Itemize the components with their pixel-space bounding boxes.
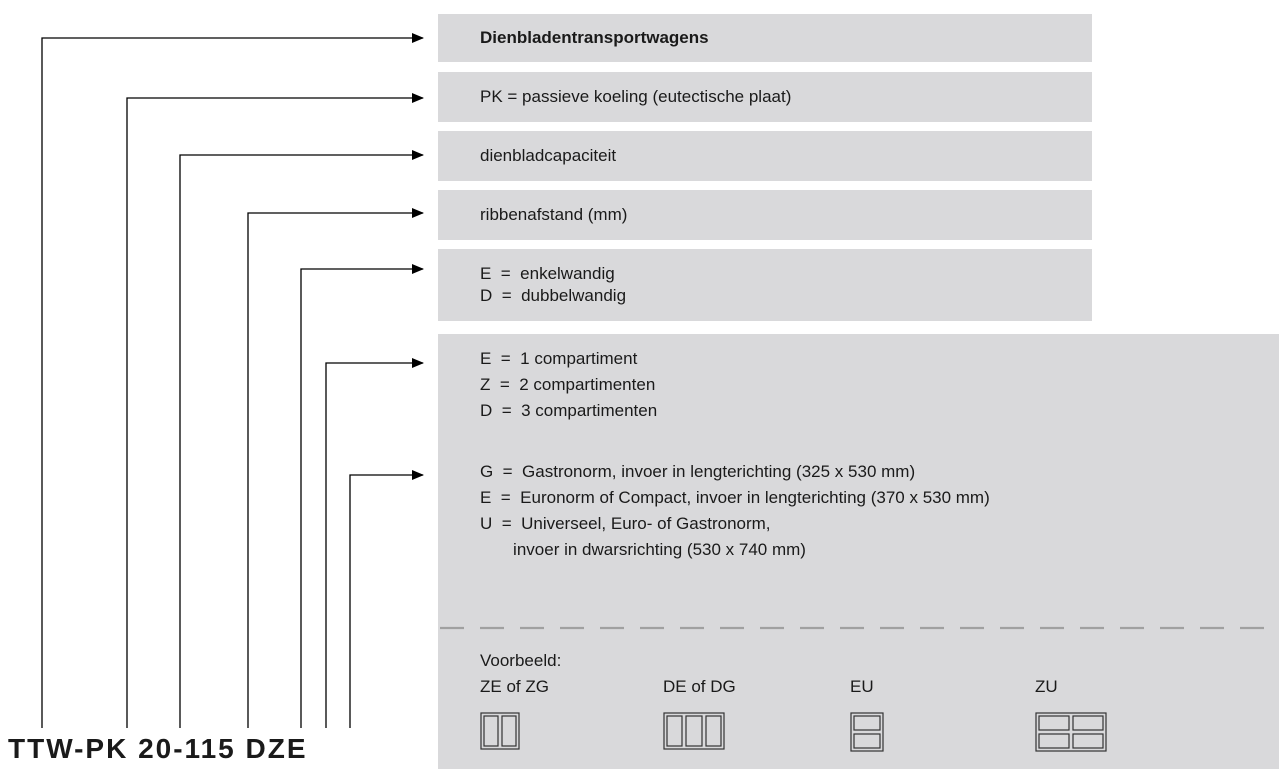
example-label-zu: ZU xyxy=(1035,677,1058,696)
connector-wall xyxy=(300,264,424,728)
spacing-text: ribbenafstand (mm) xyxy=(480,205,628,224)
wall-line-2: D = dubbelwandig xyxy=(480,286,627,305)
two-compartments-stacked-icon xyxy=(1035,712,1107,752)
norm-line-4: invoer in dwarsrichting (530 x 740 mm) xyxy=(480,540,806,559)
model-code: TTW-PK 20-115 DZE xyxy=(8,733,308,764)
details-box xyxy=(438,334,1279,769)
connector-norm xyxy=(349,470,424,728)
connector-spacing xyxy=(247,208,424,728)
pk-box: PK = passieve koeling (eutectische plaat… xyxy=(438,72,1092,122)
title-text: Dienbladentransportwagens xyxy=(480,28,709,47)
wall-box: E = enkelwandig D = dubbelwandig xyxy=(438,249,1092,321)
norm-line-3: U = Universeel, Euro- of Gastronorm, xyxy=(480,514,771,533)
connector-compartments xyxy=(325,358,424,728)
pk-text: PK = passieve koeling (eutectische plaat… xyxy=(480,87,792,106)
example-label-ze: ZE of ZG xyxy=(480,677,549,696)
compartment-line-3: D = 3 compartimenten xyxy=(480,401,658,420)
example-label-de: DE of DG xyxy=(663,677,736,696)
spacing-box: ribbenafstand (mm) xyxy=(438,190,1092,240)
three-compartments-side-by-side-icon xyxy=(663,712,725,750)
connector-ttw xyxy=(41,33,424,728)
example-label-eu: EU xyxy=(850,677,874,696)
two-compartments-side-by-side-icon xyxy=(480,712,520,750)
example-heading: Voorbeeld: xyxy=(480,651,562,670)
norm-line-1: G = Gastronorm, invoer in lengterichting… xyxy=(480,462,916,481)
title-box: Dienbladentransportwagens xyxy=(438,14,1092,62)
compartment-line-1: E = 1 compartiment xyxy=(480,349,638,368)
connector-capacity xyxy=(179,150,424,728)
capacity-text: dienbladcapaciteit xyxy=(480,146,617,165)
one-compartment-stacked-icon xyxy=(850,712,884,752)
compartment-line-2: Z = 2 compartimenten xyxy=(480,375,656,394)
norm-line-2: E = Euronorm of Compact, invoer in lengt… xyxy=(480,488,990,507)
wall-line-1: E = enkelwandig xyxy=(480,264,615,283)
connector-pk xyxy=(126,93,424,728)
capacity-box: dienbladcapaciteit xyxy=(438,131,1092,181)
